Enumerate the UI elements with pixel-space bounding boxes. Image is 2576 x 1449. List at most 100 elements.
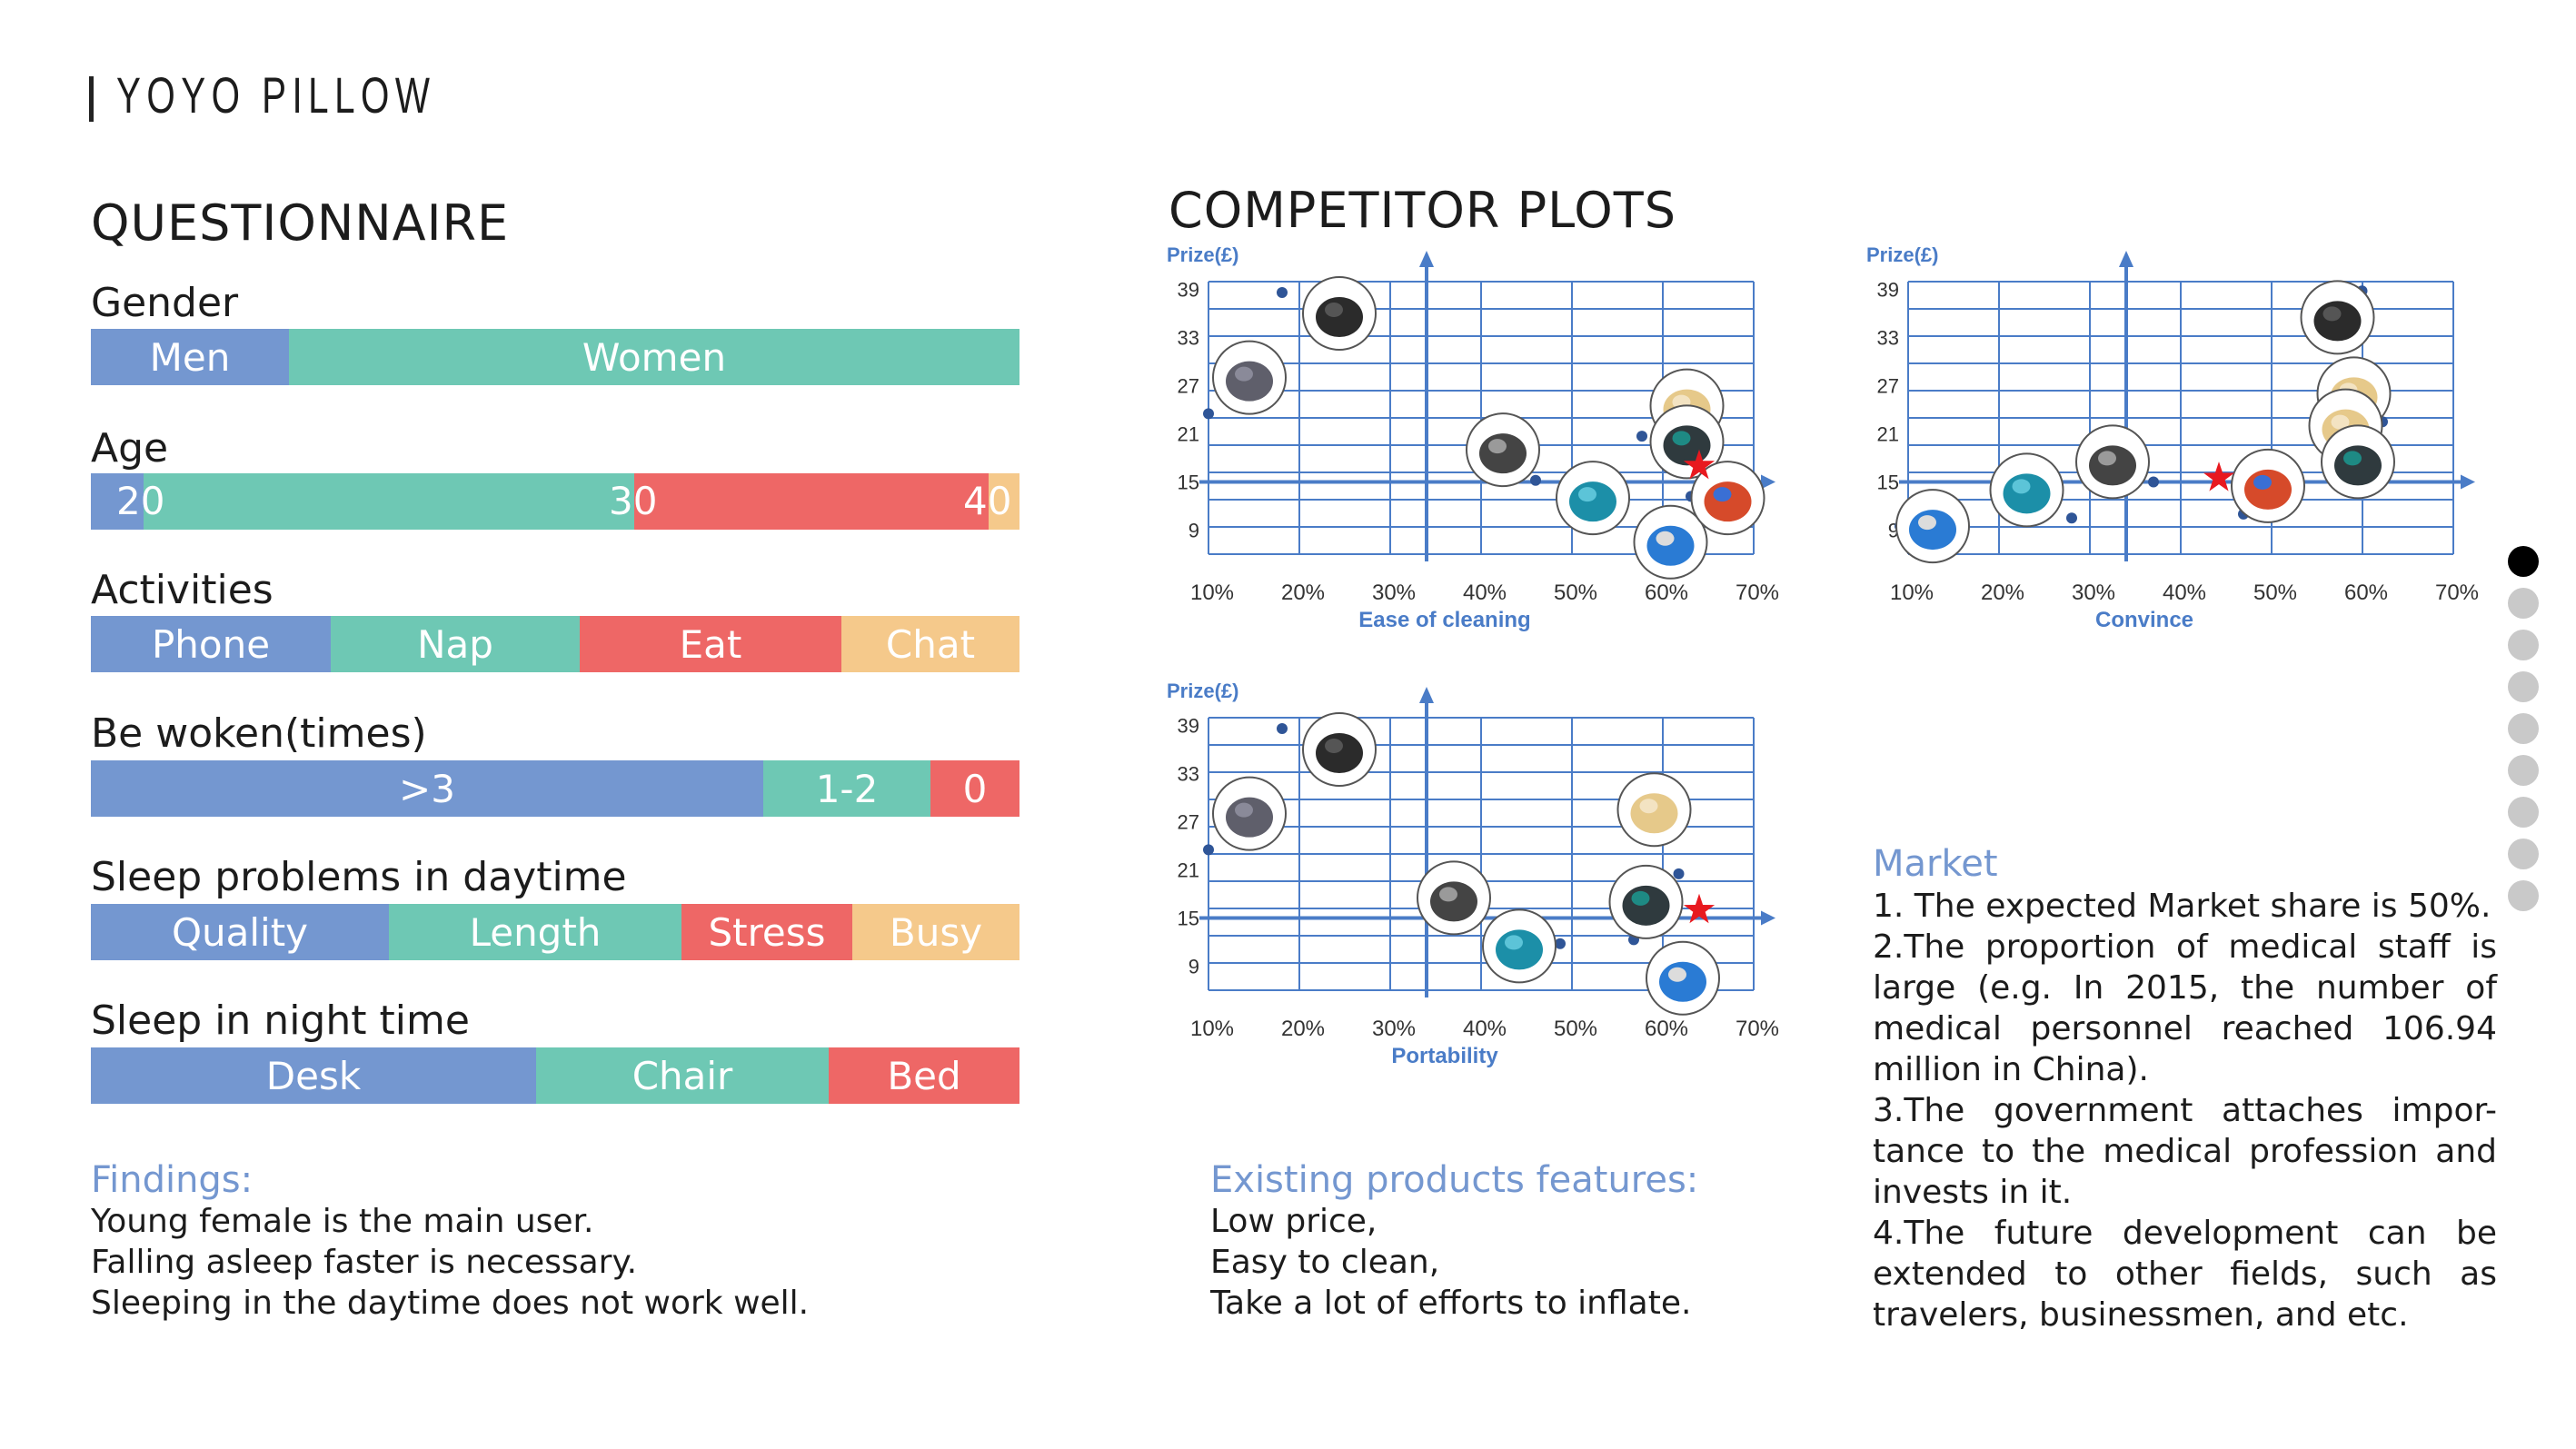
y-tick-label: 21 — [1178, 859, 1199, 882]
product-image-highlight — [2343, 451, 2362, 466]
age-bar: 20 30 40 — [91, 473, 1019, 530]
existing-line: Low price, — [1210, 1203, 1378, 1240]
existing-text: Low price, Easy to clean, Take a lot of … — [1210, 1201, 1691, 1324]
activities-bar: Phone Nap Eat Chat — [91, 616, 1019, 672]
x-tick-label: 70% — [1736, 581, 1779, 605]
product-image-body — [1630, 793, 1678, 834]
product-image-body — [1496, 929, 1543, 970]
product-image-body — [1569, 481, 1616, 522]
existing-line: Easy to clean, — [1210, 1244, 1440, 1281]
competitor-chart-cleaning: Prize(£)3933272115910%20%30%40%50%60%70%… — [1167, 243, 1779, 632]
y-tick-label: 33 — [1877, 327, 1899, 350]
blue-u-pillow-icon — [1633, 504, 1708, 580]
eye-mask-icon — [1649, 404, 1725, 480]
night-label: Sleep in night time — [91, 997, 470, 1044]
black-pillow-icon — [1302, 712, 1377, 787]
page-dot-5[interactable] — [2508, 713, 2539, 744]
y-axis-label: Prize(£) — [1167, 680, 1238, 702]
y-tick-label: 9 — [1189, 520, 1199, 542]
age-tick-40: 40 — [963, 479, 1012, 523]
product-image-highlight — [1235, 802, 1253, 818]
x-tick-label: 40% — [1463, 581, 1507, 605]
market-title: Market — [1873, 843, 1998, 885]
product-image-body — [1430, 881, 1477, 922]
page-dot-7[interactable] — [2508, 797, 2539, 828]
product-image-body — [1646, 525, 1695, 566]
night-bed-segment: Bed — [829, 1047, 1019, 1104]
daytime-label: Sleep problems in daytime — [91, 854, 627, 900]
page-dot-9[interactable] — [2508, 880, 2539, 911]
daytime-stress-segment: Stress — [681, 904, 852, 960]
black-pillow-icon — [2300, 280, 2375, 355]
page-dot-6[interactable] — [2508, 755, 2539, 786]
findings-text: Young female is the main user. Falling a… — [91, 1201, 809, 1324]
product-image-highlight — [2098, 451, 2116, 466]
y-tick-label: 21 — [1178, 423, 1199, 446]
x-axis-arrow — [1761, 474, 1775, 490]
product-image-highlight — [1668, 967, 1686, 982]
gender-label: Gender — [91, 280, 239, 326]
blue-u-pillow-icon — [1895, 489, 1970, 564]
black-pillow-icon — [1302, 276, 1377, 351]
teal-pillow-icon — [1556, 461, 1630, 536]
daytime-quality-segment: Quality — [91, 904, 389, 960]
activities-eat-segment: Eat — [580, 616, 841, 672]
y-tick-label: 39 — [1178, 279, 1199, 302]
teal-pillow-icon — [1989, 452, 2064, 528]
x-tick-label: 40% — [1463, 1017, 1507, 1041]
product-image-highlight — [1488, 439, 1507, 454]
night-desk-segment: Desk — [91, 1047, 536, 1104]
woken-0-segment: 0 — [930, 760, 1019, 817]
y-tick-label: 33 — [1178, 763, 1199, 786]
x-axis-arrow — [2461, 474, 2475, 490]
product-image-highlight — [1631, 890, 1650, 906]
page-dot-4[interactable] — [2508, 671, 2539, 702]
product-image-highlight — [1656, 531, 1675, 546]
daytime-busy-segment: Busy — [852, 904, 1019, 960]
page-dot-2[interactable] — [2508, 588, 2539, 619]
page-dot-8[interactable] — [2508, 839, 2539, 869]
findings-line: Falling asleep faster is necessary. — [91, 1244, 638, 1281]
page-dot-1[interactable] — [2508, 546, 2539, 577]
camo-pillow-icon — [1466, 412, 1540, 488]
x-tick-label: 10% — [1890, 581, 1934, 605]
x-tick-label: 50% — [1554, 581, 1597, 605]
blue-u-pillow-icon — [1646, 940, 1720, 1016]
page-dot-3[interactable] — [2508, 630, 2539, 660]
product-image-highlight — [1578, 487, 1596, 502]
y-tick-label: 27 — [1178, 811, 1199, 834]
grey-ring-pillow-icon — [1212, 776, 1287, 851]
x-tick-label: 70% — [1736, 1017, 1779, 1041]
age-tick-30: 30 — [609, 479, 658, 523]
x-tick-label: 20% — [1281, 1017, 1325, 1041]
x-axis-arrow — [1761, 910, 1775, 926]
product-image-highlight — [1325, 739, 1343, 753]
activities-label: Activities — [91, 567, 274, 613]
woman-icon — [1616, 772, 1692, 848]
y-tick-label: 15 — [1178, 908, 1199, 930]
competitor-title: COMPETITOR PLOTS — [1169, 182, 1677, 239]
night-chair-segment: Chair — [536, 1047, 829, 1104]
y-tick-label: 39 — [1178, 715, 1199, 738]
x-axis-label: Convince — [2095, 608, 2193, 632]
product-image-highlight — [1672, 431, 1691, 446]
x-tick-label: 20% — [1981, 581, 2024, 605]
x-tick-label: 30% — [2072, 581, 2115, 605]
y-tick-label: 21 — [1877, 423, 1899, 446]
yoyo-star-marker — [1683, 449, 1716, 480]
product-image-body — [1704, 481, 1752, 522]
product-image-highlight — [2012, 479, 2031, 494]
camo-pillow-icon — [2075, 424, 2150, 500]
findings-title: Findings: — [91, 1159, 254, 1201]
y-axis-arrow — [2119, 251, 2133, 267]
gender-bar: Men Women — [91, 329, 1019, 385]
data-point — [2066, 512, 2077, 524]
age-segment-red — [634, 473, 989, 530]
daytime-length-segment: Length — [389, 904, 681, 960]
x-tick-label: 30% — [1372, 581, 1416, 605]
data-point — [1203, 844, 1214, 856]
age-tick-20: 20 — [116, 479, 165, 523]
data-point — [1555, 938, 1566, 949]
x-tick-label: 50% — [2253, 581, 2297, 605]
y-axis-label: Prize(£) — [1866, 243, 1938, 266]
